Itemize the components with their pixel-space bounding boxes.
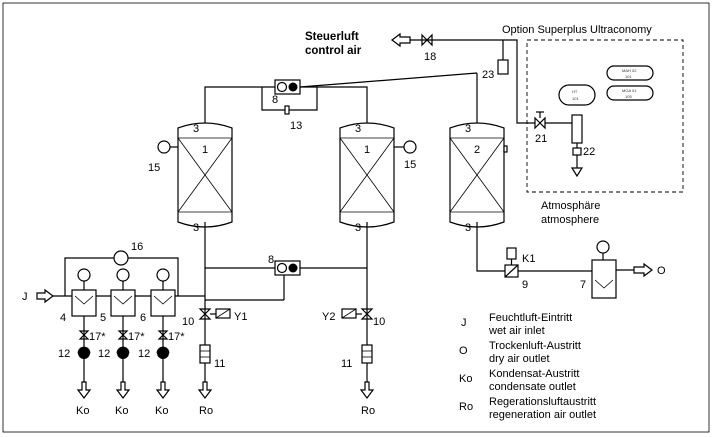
label-y2: Y2 (322, 311, 335, 323)
label-10-right: 10 (373, 316, 385, 328)
label-17b: 17* (128, 331, 145, 343)
svg-text:101: 101 (572, 96, 579, 101)
label-22: 22 (583, 146, 595, 158)
port-ko-a: Ko (76, 405, 89, 417)
vessel-left-port-top: 3 (193, 123, 199, 135)
valve-8-bottom (274, 260, 301, 276)
vessel-right (449, 122, 508, 228)
port-ko-c: Ko (155, 405, 168, 417)
control-air-label: control air (305, 45, 362, 57)
label-23: 23 (482, 69, 494, 81)
label-15-right: 15 (404, 159, 416, 171)
svg-text:wet air inlet: wet air inlet (488, 325, 545, 337)
port-o: O (657, 265, 666, 277)
atmosphere-label: atmosphere (541, 214, 599, 226)
top-header (204, 72, 478, 125)
label-12b: 12 (98, 348, 110, 360)
label-5: 5 (100, 312, 106, 324)
vessel-middle-port-bottom: 3 (355, 222, 361, 234)
label-y1: Y1 (234, 311, 247, 323)
filter-4 (71, 268, 97, 390)
gauge-15-left (157, 140, 178, 154)
svg-text:Ro: Ro (459, 401, 473, 413)
svg-text:Feuchtluft-Eintritt: Feuchtluft-Eintritt (489, 312, 572, 324)
port-j: J (22, 291, 28, 303)
svg-text:105: 105 (625, 94, 632, 99)
valve-21 (534, 111, 572, 130)
vessel-middle-number: 1 (364, 144, 370, 156)
filter-5 (110, 268, 136, 390)
label-4: 4 (60, 312, 66, 324)
gauge-15-right (394, 140, 417, 154)
bottom-header (204, 222, 368, 310)
svg-text:Kondensat-Austritt: Kondensat-Austritt (489, 368, 580, 380)
legend: J Feuchtluft-Eintritt wet air inlet O Tr… (459, 312, 596, 421)
label-6: 6 (140, 312, 146, 324)
label-8-bottom: 8 (268, 254, 274, 266)
svg-text:Trockenluft-Austritt: Trockenluft-Austritt (489, 340, 581, 352)
steuerluft-label: Steuerluft (305, 31, 359, 43)
orifice-13 (284, 105, 290, 115)
label-12c: 12 (138, 348, 150, 360)
label-11-left: 11 (214, 358, 225, 370)
label-21: 21 (535, 133, 547, 145)
label-7: 7 (580, 279, 586, 291)
svg-text:Regerationsluftaustritt: Regerationsluftaustritt (489, 396, 596, 408)
label-16: 16 (131, 241, 143, 253)
port-ro-right: Ro (361, 405, 375, 417)
vessel-left-port-bottom: 3 (193, 222, 199, 234)
component-23 (497, 40, 509, 75)
svg-text:O: O (459, 345, 468, 357)
svg-text:MGA 01: MGA 01 (622, 88, 637, 93)
label-8-top: 8 (272, 94, 278, 106)
regen-left (197, 300, 231, 399)
svg-text:Ko: Ko (459, 373, 472, 385)
label-17c: 17* (168, 331, 185, 343)
svg-text:MAH 02: MAH 02 (622, 68, 637, 73)
port-ro-left: Ro (199, 405, 213, 417)
label-18: 18 (424, 51, 436, 63)
svg-text:condensate outlet: condensate outlet (489, 381, 576, 393)
label-15-left: 15 (148, 162, 160, 174)
silencer-22 (570, 114, 584, 178)
option-panel: HT 101 MAH 02 101 MGA 01 105 (558, 65, 654, 106)
svg-text:HT: HT (572, 89, 578, 94)
option-label: Option Superplus Ultraconomy (502, 24, 652, 36)
vessel-middle-port-top: 3 (355, 123, 361, 135)
vessel-right-port-top: 3 (465, 123, 471, 135)
svg-text:J: J (461, 317, 467, 329)
gauge-16 (113, 250, 129, 266)
filter-7 (591, 240, 653, 299)
control-air-line (391, 32, 535, 124)
valve-8-top (274, 79, 301, 95)
label-10-left: 10 (182, 316, 194, 328)
filter-6 (150, 268, 176, 390)
regen-right (341, 308, 375, 399)
outlet-line (476, 222, 592, 278)
vessel-right-port-bottom: 3 (465, 222, 471, 234)
label-k1: K1 (522, 253, 535, 265)
vessel-right-number: 2 (474, 144, 480, 156)
drains (76, 330, 171, 399)
label-9: 9 (522, 279, 528, 291)
label-12a: 12 (58, 348, 70, 360)
svg-text:regeneration air outlet: regeneration air outlet (489, 409, 596, 421)
vessel-left (177, 122, 233, 240)
svg-text:dry air outlet: dry air outlet (489, 353, 550, 365)
svg-text:101: 101 (625, 74, 632, 79)
label-13: 13 (290, 120, 302, 132)
vessel-left-number: 1 (202, 144, 208, 156)
port-ko-b: Ko (115, 405, 128, 417)
vessel-middle (339, 122, 395, 228)
label-11-right: 11 (341, 358, 352, 370)
label-17a: 17* (89, 331, 106, 343)
option-box (526, 39, 684, 193)
atmosphaere-label: Atmosphäre (541, 200, 600, 212)
